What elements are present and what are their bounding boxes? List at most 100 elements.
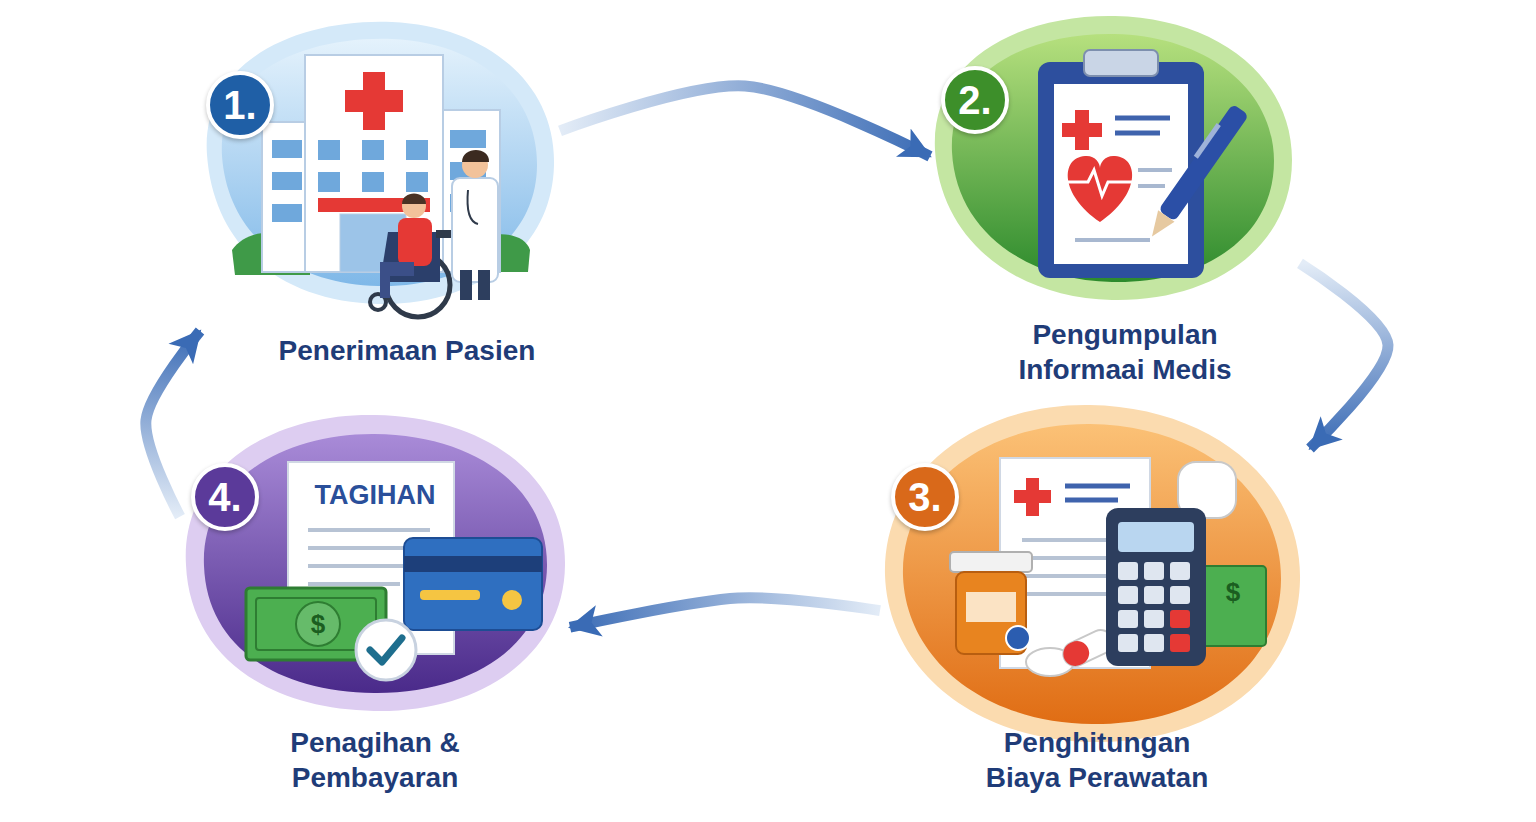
hospital-illustration-part bbox=[345, 90, 403, 112]
invoice-payment-illustration-part bbox=[370, 638, 402, 662]
invoice-payment-illustration-part bbox=[420, 590, 480, 600]
step-number: 4. bbox=[191, 463, 259, 531]
step-number: 1. bbox=[206, 71, 274, 139]
invoice-payment-illustration-part bbox=[296, 602, 340, 646]
clipboard-illustration-part-part bbox=[1075, 238, 1150, 242]
currency-symbol: $ bbox=[311, 609, 325, 640]
step-label: Penghitungan Biaya Perawatan bbox=[969, 725, 1225, 795]
billing-calc-illustration-part bbox=[966, 592, 1016, 622]
hospital-illustration-part bbox=[462, 150, 489, 162]
billing-calc-illustration-part-part bbox=[1144, 610, 1164, 628]
hospital-illustration-part-part bbox=[450, 130, 486, 148]
blob-2-part bbox=[952, 34, 1274, 282]
billing-calc-illustration-part-part bbox=[1118, 610, 1138, 628]
clipboard-illustration-part bbox=[1054, 84, 1188, 264]
blob-4 bbox=[186, 415, 565, 711]
clipboard-illustration-part bbox=[1084, 50, 1158, 76]
clipboard-illustration-part-part bbox=[1115, 131, 1160, 136]
blob-4-part bbox=[204, 434, 547, 693]
blob-1-part bbox=[222, 39, 537, 286]
hospital-illustration-part-part bbox=[272, 140, 302, 158]
billing-calc-illustration-part-part bbox=[1144, 586, 1164, 604]
process-step: 3. Penghitungan Biaya Perawatan bbox=[880, 400, 1310, 805]
billing-calc-illustration-part-part bbox=[1065, 498, 1118, 503]
process-step: 1. Penerimaan Pasien bbox=[200, 18, 560, 382]
hospital-illustration-part-part bbox=[272, 172, 302, 190]
blob-1-part bbox=[207, 22, 554, 304]
invoice-payment-illustration-part bbox=[404, 556, 542, 572]
clipboard-illustration-part-part bbox=[1144, 210, 1175, 242]
billing-calc-illustration-part-part bbox=[1144, 634, 1164, 652]
step-number: 3. bbox=[891, 463, 959, 531]
billing-calc-illustration-part-part bbox=[1170, 562, 1190, 580]
billing-calc-illustration-part bbox=[1118, 562, 1190, 652]
billing-calc-illustration bbox=[950, 458, 1266, 676]
hospital-illustration-part bbox=[402, 194, 426, 218]
clipboard-illustration-part-part bbox=[1138, 168, 1172, 172]
hospital-illustration-part bbox=[467, 190, 478, 224]
hospital-illustration-part-part bbox=[318, 140, 340, 160]
billing-calc-illustration-part bbox=[1006, 626, 1030, 650]
clipboard-illustration bbox=[1038, 50, 1249, 278]
invoice-payment-illustration-part bbox=[404, 538, 542, 630]
billing-calc-illustration-part-part bbox=[1022, 574, 1120, 578]
hospital-illustration-part bbox=[402, 194, 426, 205]
invoice-payment-illustration-part-part bbox=[308, 528, 430, 532]
billing-calc-illustration-part-part bbox=[1170, 634, 1190, 652]
flow-arrow bbox=[1300, 263, 1388, 448]
clipboard-illustration-part bbox=[1062, 123, 1102, 137]
clipboard-illustration-part bbox=[1068, 170, 1132, 196]
billing-calc-illustration-part-part bbox=[1118, 634, 1138, 652]
blob-2-part bbox=[935, 16, 1292, 300]
billing-calc-illustration-part bbox=[1200, 566, 1266, 646]
blob-2 bbox=[935, 16, 1292, 300]
billing-calc-illustration-part bbox=[1014, 490, 1051, 503]
step-label: Penagihan & Pembayaran bbox=[265, 725, 485, 795]
clipboard-illustration-part-part bbox=[1138, 184, 1165, 188]
blob-3-part bbox=[885, 405, 1300, 742]
hospital-illustration-part bbox=[380, 262, 390, 298]
clipboard-illustration-part-part bbox=[1194, 123, 1221, 159]
clipboard-illustration-part bbox=[1038, 62, 1204, 278]
hospital-illustration-part bbox=[452, 178, 498, 282]
process-step: 2.Pengumpulan Informaai Medis bbox=[930, 15, 1300, 397]
hospital-illustration-part-part bbox=[406, 172, 428, 192]
blob-3 bbox=[885, 405, 1300, 742]
billing-calc-illustration-part-part bbox=[1170, 586, 1190, 604]
invoice-payment-illustration-part bbox=[356, 620, 416, 680]
billing-calc-illustration-part-part bbox=[1144, 562, 1164, 580]
invoice-heading: TAGIHAN bbox=[315, 480, 436, 511]
hospital-illustration-part bbox=[460, 270, 472, 300]
step-label: Penerimaan Pasien bbox=[279, 333, 536, 368]
blob-3-part bbox=[903, 424, 1281, 724]
invoice-payment-illustration-part-part bbox=[308, 582, 400, 586]
hospital-illustration-part-part bbox=[362, 140, 384, 160]
hospital-illustration-part-part bbox=[272, 204, 302, 222]
clipboard-illustration-part-part bbox=[1115, 116, 1170, 121]
billing-calc-illustration-part bbox=[1106, 508, 1206, 666]
billing-calc-illustration-part-part bbox=[1118, 562, 1138, 580]
invoice-payment-illustration bbox=[246, 462, 542, 680]
billing-calc-illustration-part-part bbox=[1118, 586, 1138, 604]
hospital-illustration-part bbox=[398, 218, 432, 266]
flow-arrow bbox=[570, 598, 880, 628]
hospital-illustration-part-part bbox=[362, 172, 384, 192]
step-label: Pengumpulan Informaai Medis bbox=[985, 317, 1265, 387]
clipboard-illustration-part bbox=[1068, 156, 1132, 222]
hospital-illustration-part bbox=[305, 55, 443, 272]
blob-1 bbox=[207, 22, 554, 304]
hospital-illustration-part bbox=[478, 270, 490, 300]
blob-4-part bbox=[186, 415, 565, 711]
billing-calc-illustration-part bbox=[950, 552, 1032, 572]
invoice-payment-illustration-part bbox=[502, 590, 522, 610]
hospital-illustration-part-part bbox=[318, 172, 340, 192]
clipboard-illustration-part bbox=[1142, 103, 1249, 243]
clipboard-illustration-part bbox=[1115, 118, 1170, 133]
clipboard-illustration-part-part bbox=[1158, 104, 1249, 222]
billing-calc-illustration-part-part bbox=[1059, 637, 1093, 670]
currency-symbol: $ bbox=[1226, 577, 1240, 608]
billing-calc-illustration-part-part bbox=[1170, 610, 1190, 628]
process-step: 4. Penagihan & Pembayaran bbox=[180, 410, 570, 805]
billing-calc-illustration-part bbox=[1065, 486, 1130, 500]
